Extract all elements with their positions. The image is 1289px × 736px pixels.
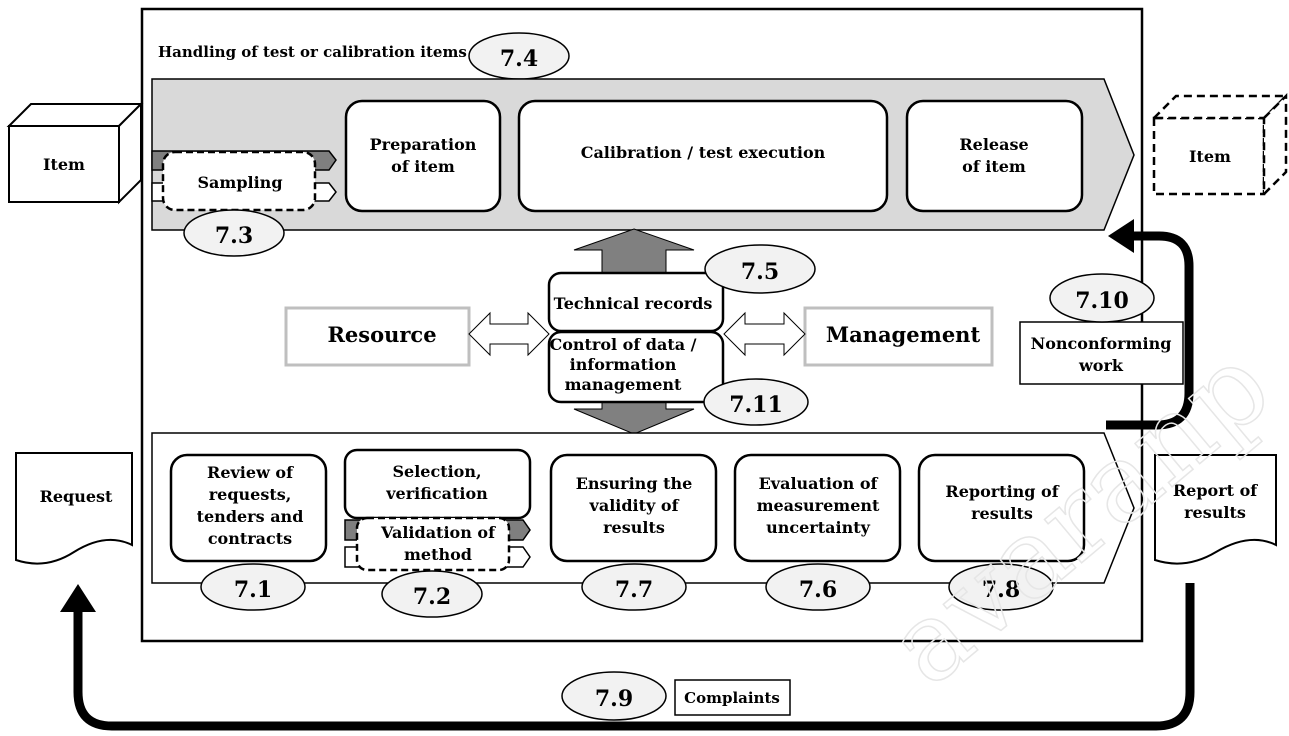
report-line2: results — [1184, 503, 1246, 522]
validity-line3: results — [603, 518, 665, 537]
badge-7-10 — [1049, 273, 1155, 323]
validation-line1: Validation of — [380, 523, 496, 542]
uncertainty-line1: Evaluation of — [759, 474, 879, 493]
selection-line2: verification — [385, 484, 488, 503]
management-label: Management — [826, 322, 981, 347]
complaints-box — [674, 679, 791, 716]
sampling-box — [161, 150, 317, 212]
reporting-box — [917, 453, 1086, 563]
left-item-label: Item — [43, 155, 85, 174]
complaints-label: Complaints — [684, 689, 780, 707]
reporting-line2: results — [971, 504, 1033, 523]
reporting-line1: Reporting of — [945, 482, 1059, 501]
data-control-line3: management — [565, 375, 682, 394]
review-line2: requests, — [209, 485, 292, 504]
badge-7-5-label: 7.5 — [741, 259, 779, 285]
execution-box — [517, 99, 889, 213]
badge-7-9 — [561, 671, 667, 721]
data-control-box — [547, 330, 725, 404]
validation-box — [355, 516, 511, 572]
complaints-arrowhead — [60, 584, 96, 612]
request-label: Request — [40, 487, 113, 506]
preparation-line2: of item — [391, 157, 455, 176]
badge-7-7-label: 7.7 — [615, 577, 653, 603]
execution-label: Calibration / test execution — [581, 143, 826, 162]
validity-line2: validity of — [589, 496, 680, 515]
right-double-arrow — [723, 311, 806, 357]
badge-7-6-label: 7.6 — [799, 577, 837, 603]
preparation-line1: Preparation — [370, 135, 477, 154]
data-control-line1: Control of data / — [549, 335, 696, 354]
uncertainty-line2: measurement — [757, 496, 880, 515]
badge-7-3 — [183, 209, 285, 257]
badge-7-4-label: 7.4 — [500, 46, 538, 72]
badge-7-6 — [765, 563, 871, 611]
badge-7-11-label: 7.11 — [729, 392, 783, 418]
badge-7-7 — [581, 563, 687, 611]
nonconforming-line1: Nonconforming — [1031, 334, 1172, 353]
badge-7-1-label: 7.1 — [234, 577, 272, 603]
review-line4: contracts — [208, 529, 292, 548]
release-line2: of item — [962, 157, 1026, 176]
complaints-loop-arrow — [73, 583, 1195, 731]
management-box — [803, 306, 994, 367]
resource-box — [284, 306, 471, 367]
uncertainty-box — [733, 453, 902, 563]
report-line1: Report of — [1173, 481, 1258, 500]
badge-7-8-label: 7.8 — [982, 577, 1020, 603]
review-line3: tenders and — [197, 507, 304, 526]
badge-7-1 — [200, 563, 306, 611]
right-item-box — [1150, 92, 1289, 198]
resource-label: Resource — [327, 322, 436, 347]
data-control-line2: information — [570, 355, 677, 374]
right-item-label: Item — [1189, 147, 1231, 166]
review-line1: Review of — [207, 463, 294, 482]
badge-7-9-label: 7.9 — [595, 686, 633, 712]
validity-box — [549, 453, 718, 563]
validity-line1: Ensuring the — [576, 474, 693, 493]
release-line1: Release — [959, 135, 1028, 154]
badge-7-8 — [948, 563, 1054, 611]
request-document — [15, 452, 133, 565]
report-document — [1154, 454, 1277, 565]
release-box — [905, 99, 1084, 213]
badge-7-2 — [381, 570, 483, 618]
preparation-box — [344, 99, 502, 213]
review-box — [169, 453, 328, 563]
nonconforming-arrowhead — [1108, 219, 1134, 253]
validation-line2: method — [404, 545, 472, 564]
badge-7-2-label: 7.2 — [413, 584, 451, 610]
badge-7-3-label: 7.3 — [215, 223, 253, 249]
nonconforming-loop-arrow — [1106, 231, 1194, 430]
nonconforming-line2: work — [1078, 356, 1124, 375]
left-double-arrow — [468, 311, 550, 357]
left-item-box — [6, 101, 144, 205]
badge-7-5 — [704, 244, 816, 294]
sampling-label: Sampling — [197, 173, 282, 192]
technical-records-label: Technical records — [554, 294, 713, 313]
badge-7-10-label: 7.10 — [1075, 288, 1129, 314]
uncertainty-line3: uncertainty — [766, 518, 870, 537]
nonconforming-box — [1019, 321, 1184, 385]
badge-7-11 — [703, 378, 809, 426]
selection-line1: Selection, — [392, 462, 481, 481]
header-title: Handling of test or calibration items — [158, 43, 467, 61]
